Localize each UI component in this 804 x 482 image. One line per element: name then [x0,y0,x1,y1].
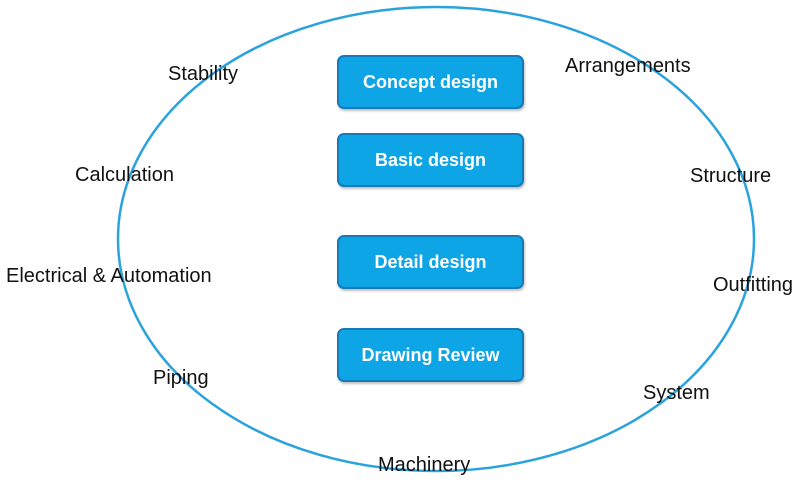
detail-design-label: Detail design [374,251,487,272]
topic-calculation: Calculation [75,164,174,186]
topic-structure: Structure [690,165,772,187]
basic-design-label: Basic design [374,149,487,170]
topic-piping: Piping [153,367,209,389]
concept-design-box: Concept design [337,55,524,109]
concept-design-label: Concept design [362,71,498,92]
basic-design-box: Basic design [337,133,524,187]
topic-system: System [643,382,710,404]
topic-outfitting: Outfitting [713,274,794,296]
topic-stability: Stability [168,63,239,85]
topic-machinery: Machinery [378,454,471,476]
detail-design-box: Detail design [337,235,524,289]
drawing-review-box: Drawing Review [337,328,524,382]
topic-electrical-automation: Electrical & Automation [6,265,212,287]
topic-arrangements: Arrangements [565,55,691,77]
drawing-review-label: Drawing Review [361,344,500,365]
